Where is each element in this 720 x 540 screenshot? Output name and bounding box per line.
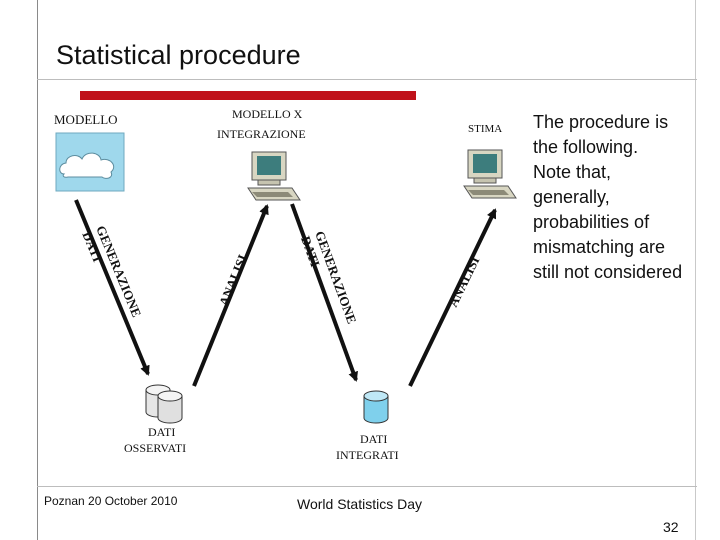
title-separator-line [37,79,697,80]
body-paragraph-1: The procedure is the following. [533,112,669,157]
procedure-diagram: MODELLO MODELLO X INTEGRAZIONE STIMA DAT… [54,107,517,462]
edge-label-analisi-1: ANALISI [216,252,250,308]
accent-bar [80,91,416,100]
arrow-analisi-1 [192,204,269,387]
slide-title: Statistical procedure [56,40,301,70]
database-icon-osservati [145,384,183,424]
left-border-line [37,0,38,540]
footer-date: Poznan 20 October 2010 [44,494,178,508]
dati-osservati-label-2: OSSERVATI [124,441,186,455]
database-icon-integrati [363,390,389,424]
modello-label: MODELLO [54,112,118,127]
modello-integrazione-label-1: MODELLO X [232,107,303,121]
slide-body: The procedure is the following. Note tha… [533,110,688,285]
edge-label-generazione-1: GENERAZIONE DATI [79,223,144,319]
svg-text:ANALISI: ANALISI [445,254,482,309]
arrow-analisi-2 [408,208,497,387]
body-paragraph-2: Note that, generally, probabilities of m… [533,162,683,282]
edge-label-analisi-2: ANALISI [445,254,482,309]
dati-osservati-label-1: DATI [148,425,175,439]
cloud-icon [55,132,125,192]
computer-icon-integrazione [247,151,301,201]
dati-integrati-label-2: INTEGRATI [336,448,399,462]
arrow-generazione-1 [74,199,150,376]
footer-separator-line [37,486,697,487]
right-border-line [695,0,696,540]
dati-integrati-label-1: DATI [360,432,387,446]
page-number: 32 [663,519,679,535]
modello-integrazione-label-2: INTEGRAZIONE [217,127,306,141]
svg-text:ANALISI: ANALISI [216,252,250,308]
footer-event: World Statistics Day [297,496,422,512]
edge-label-generazione-2: GENERAZIONE DATI [298,229,360,326]
arrow-generazione-2 [290,203,358,382]
computer-icon-stima [463,149,517,199]
stima-label: STIMA [468,123,502,135]
